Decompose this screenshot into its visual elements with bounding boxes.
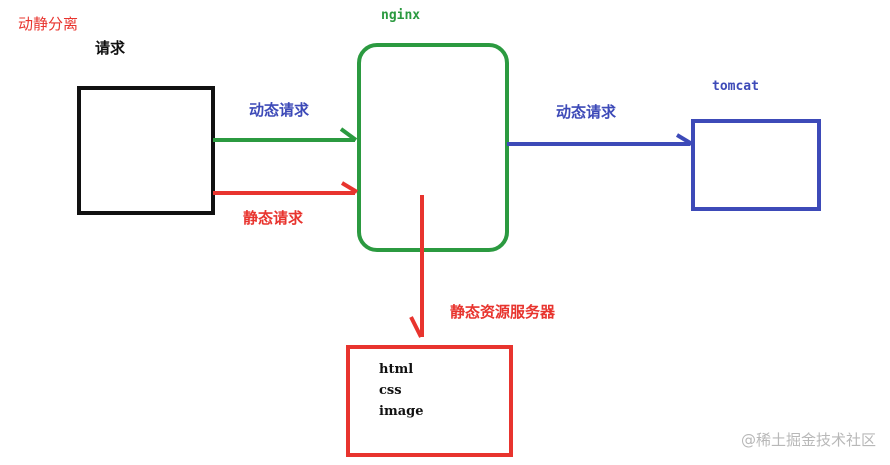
- dynamic-request-arrow-to-tomcat: [507, 133, 694, 146]
- resource-item-image: image: [379, 404, 424, 419]
- static-server-box: [346, 345, 513, 457]
- tomcat-label: tomcat: [712, 79, 759, 94]
- client-box: [77, 86, 215, 215]
- nginx-label: nginx: [381, 8, 421, 23]
- static-resource-arrow-down: [409, 195, 424, 338]
- static-server-label: 静态资源服务器: [450, 303, 556, 321]
- resource-item-css: css: [379, 383, 402, 398]
- dynamic-request-arrow-to-nginx: [213, 127, 358, 142]
- watermark: @稀土掘金技术社区: [740, 431, 876, 449]
- static-request-arrow-to-nginx: [213, 181, 359, 195]
- tomcat-box: [691, 119, 821, 211]
- resource-item-html: html: [379, 362, 414, 377]
- dynamic-request-label-nginx: 动态请求: [249, 101, 310, 119]
- dynamic-request-label-tomcat: 动态请求: [556, 103, 617, 121]
- static-request-label: 静态请求: [243, 209, 304, 227]
- nginx-box: [357, 43, 509, 252]
- diagram-title: 动静分离: [18, 15, 79, 33]
- client-label: 请求: [95, 39, 126, 57]
